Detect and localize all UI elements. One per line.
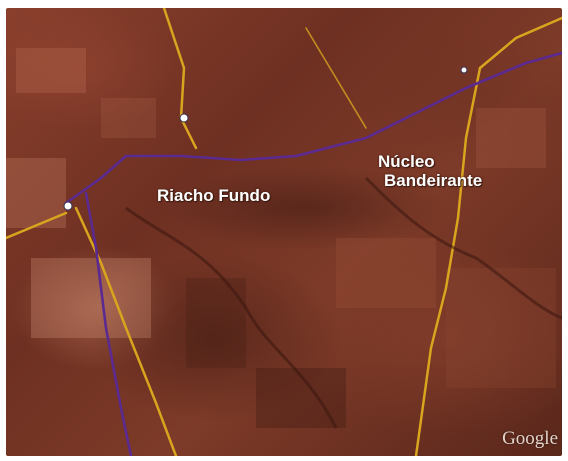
label-nucleo-line2: Bandeirante xyxy=(384,171,483,190)
road-west xyxy=(6,211,68,240)
label-nucleo-line1: Núcleo xyxy=(378,152,435,171)
route-south xyxy=(84,191,133,456)
label-riacho-fundo: Riacho Fundo xyxy=(157,186,271,205)
roads-yellow xyxy=(6,8,562,456)
road-local xyxy=(305,27,367,129)
route-purple xyxy=(64,51,562,456)
road-northeast xyxy=(478,16,562,70)
road-east-south xyxy=(414,66,482,456)
road-markers xyxy=(63,66,468,211)
road-southwest xyxy=(74,206,178,456)
label-nucleo-bandeirante: Núcleo Bandeirante xyxy=(378,152,482,190)
creek-lines xyxy=(125,176,562,429)
route-main xyxy=(64,51,562,205)
google-logo: Google xyxy=(502,428,558,449)
map-overlay xyxy=(6,8,562,456)
satellite-map[interactable]: Riacho Fundo Núcleo Bandeirante Google xyxy=(6,8,562,456)
road-north xyxy=(162,8,198,150)
